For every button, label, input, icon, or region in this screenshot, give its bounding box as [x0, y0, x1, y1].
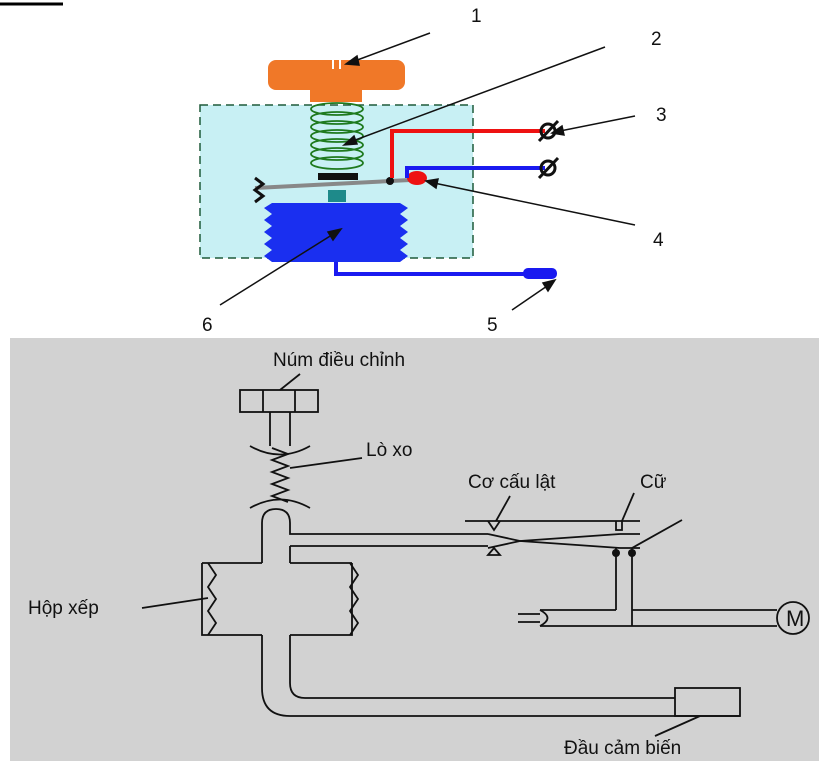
thermostat-colored-diagram: 1 2 3 4 5 6 [0, 2, 667, 336]
schematic-background [10, 338, 819, 761]
callout-leader-lines [219, 32, 636, 311]
red-wire [390, 129, 545, 178]
spring [310, 102, 364, 170]
label-bellows: Hộp xếp [28, 598, 99, 619]
bellows-outline [201, 562, 360, 688]
thermostat-schematic-diagram: Núm điều chỉnh Lò xo Cơ cấu lật Cữ Hộp x… [10, 338, 819, 761]
label-leader-lines [141, 373, 701, 737]
label-knob: Núm điều chỉnh [273, 350, 405, 371]
callout-6: 6 [202, 315, 213, 336]
callout-1: 1 [471, 6, 482, 27]
flip-mechanism [465, 520, 640, 556]
contact-dot-left [612, 549, 620, 557]
lever [252, 176, 411, 204]
label-sensor: Đầu cảm biến [564, 738, 681, 759]
sensor-bulb [523, 268, 557, 279]
spring-seat [318, 173, 358, 180]
blue-wire [405, 166, 545, 178]
callout-4: 4 [653, 230, 664, 251]
capillary-tube [334, 262, 525, 276]
adjustment-knob-outline [239, 389, 319, 446]
terminal-icons [537, 119, 560, 180]
spring-outline [249, 445, 311, 509]
contact-dot-right [628, 549, 636, 557]
motor-label: M [786, 606, 804, 631]
bellows-rod [328, 190, 346, 202]
label-spring: Lò xo [366, 440, 412, 461]
capillary-tube-outline [261, 682, 741, 717]
stem-and-lever-arm [261, 508, 640, 563]
callout-3: 3 [656, 105, 667, 126]
red-contact [407, 171, 427, 185]
adjustment-knob [268, 60, 405, 102]
callout-2: 2 [651, 29, 662, 50]
electrical-circuit [518, 519, 810, 635]
label-flip-mechanism: Cơ cấu lật [468, 472, 556, 493]
label-stop: Cữ [640, 472, 667, 493]
callout-5: 5 [487, 315, 498, 336]
